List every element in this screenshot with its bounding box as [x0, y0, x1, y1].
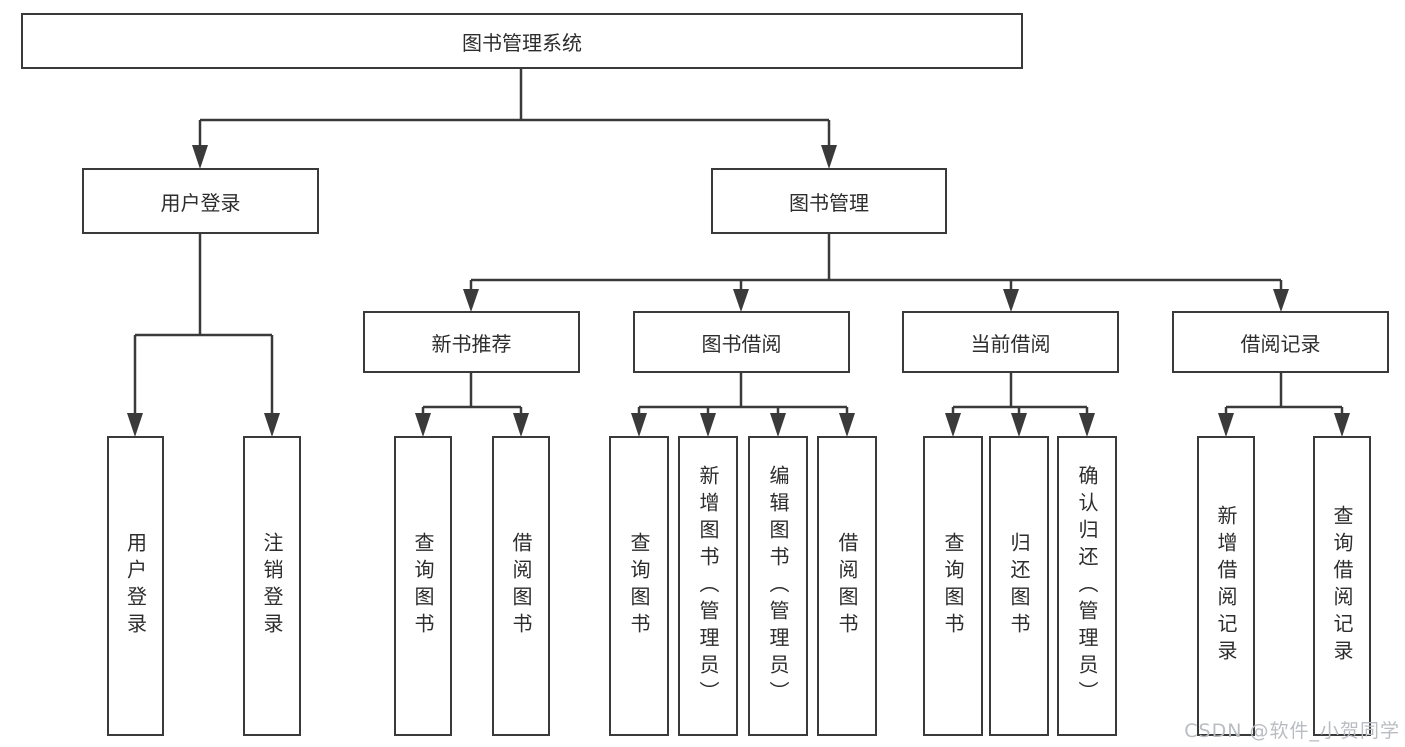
leaf-user-login: 用户登录 — [107, 436, 164, 736]
leaf-bb-query-book: 查询图书 — [609, 436, 669, 736]
leaf-br-add-record: 新增借阅记录 — [1197, 436, 1255, 736]
arrowheads-borrowrecords-leaves — [1218, 413, 1350, 437]
leaf-logout: 注销登录 — [243, 436, 301, 736]
connector-root-to-level2 — [198, 68, 831, 147]
arrowheads-level3 — [463, 289, 1289, 312]
node-current-borrow: 当前借阅 — [902, 311, 1119, 373]
connector-currentborrow-to-leaves — [951, 373, 1089, 414]
leaf-nbr-query-book: 查询图书 — [394, 436, 452, 736]
connector-borrowrecords-to-leaves — [1224, 373, 1344, 414]
leaf-br-query-record: 查询借阅记录 — [1313, 436, 1371, 736]
node-new-book-recommend: 新书推荐 — [363, 311, 580, 373]
arrowheads-userlogin-leaves — [127, 413, 280, 437]
leaf-bb-add-book-admin: 新增图书（管理员） — [678, 436, 738, 736]
node-root: 图书管理系统 — [21, 13, 1023, 69]
leaf-cb-return-book: 归还图书 — [989, 436, 1049, 736]
arrowheads-newbook-leaves — [415, 413, 529, 437]
node-book-management: 图书管理 — [711, 168, 947, 234]
connector-bookborrow-to-leaves — [637, 373, 849, 414]
leaf-cb-confirm-return-admin: 确认归还（管理员） — [1057, 436, 1117, 736]
leaf-cb-query-book: 查询图书 — [923, 436, 983, 736]
node-user-login: 用户登录 — [82, 168, 319, 234]
leaf-bb-edit-book-admin: 编辑图书（管理员） — [748, 436, 808, 736]
connector-bookmgmt-to-level3 — [469, 233, 1283, 290]
leaf-bb-borrow-book: 借阅图书 — [817, 436, 877, 736]
node-borrow-records: 借阅记录 — [1172, 311, 1389, 373]
connector-newbook-to-leaves — [421, 373, 523, 414]
leaf-nbr-borrow-book: 借阅图书 — [492, 436, 550, 736]
arrowheads-level2 — [192, 145, 837, 169]
arrowheads-currentborrow-leaves — [945, 413, 1095, 437]
node-book-borrow: 图书借阅 — [633, 311, 850, 373]
arrowheads-bookborrow-leaves — [631, 413, 855, 437]
connector-userlogin-to-leaves — [133, 233, 274, 414]
csdn-watermark: CSDN @软件_小贺同学 — [1184, 720, 1400, 742]
